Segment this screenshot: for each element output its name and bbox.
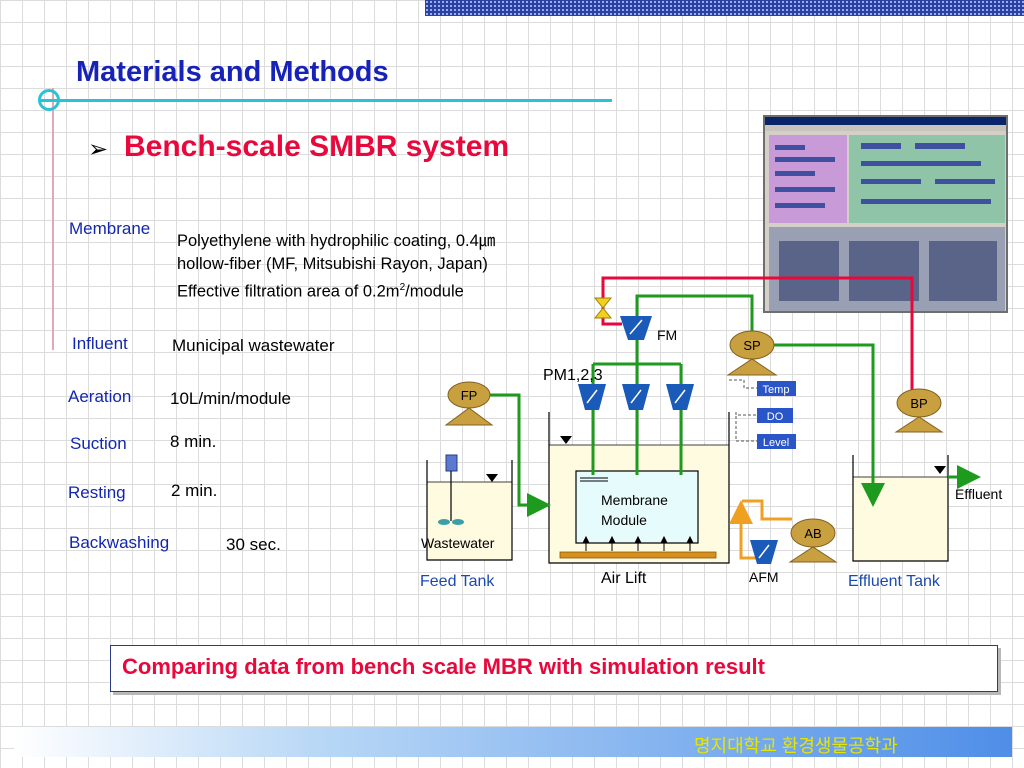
resting-label: Resting xyxy=(68,483,126,502)
conclusion-box xyxy=(110,645,998,692)
backwash-pump-icon xyxy=(894,388,944,433)
air-bubble-arrows xyxy=(582,535,694,551)
top-decorative-bar xyxy=(425,0,1024,16)
level-label: Level xyxy=(763,437,789,449)
membrane-module-label-2: Module xyxy=(601,512,647,528)
pm-label: PM1,2,3 xyxy=(543,367,603,384)
air-diffuser xyxy=(559,551,717,559)
permeate-pipes xyxy=(490,294,885,517)
air-flow-meter-icon xyxy=(750,540,778,564)
membrane-line-1: Polyethylene with hydrophilic coating, 0… xyxy=(177,232,496,250)
membrane-module-label-1: Membrane xyxy=(601,492,668,508)
conclusion-text: Comparing data from bench scale MBR with… xyxy=(122,654,765,679)
effluent-tank xyxy=(852,455,949,562)
effluent-tank-label: Effluent Tank xyxy=(848,573,941,590)
influent-label: Influent xyxy=(72,334,128,353)
membrane-area-unit: /module xyxy=(405,282,464,301)
temp-label: Temp xyxy=(763,384,790,396)
section-subtitle: Bench-scale SMBR system xyxy=(124,130,510,163)
suction-value: 8 min. xyxy=(170,432,217,451)
wastewater-label: Wastewater xyxy=(421,535,495,551)
do-sensor-badge xyxy=(757,408,793,423)
backwashing-label: Backwashing xyxy=(69,533,170,552)
suction-pump-icon xyxy=(726,330,778,376)
resting-value: 2 min. xyxy=(171,481,218,500)
membrane-area-text: Effective filtration area of 0.2m xyxy=(177,282,400,301)
decorative-ring-icon xyxy=(38,89,60,111)
suction-label: Suction xyxy=(70,434,127,453)
membrane-description: Polyethylene with hydrophilic coating, 0… xyxy=(177,230,495,304)
ab-label: AB xyxy=(804,526,821,541)
flow-meter-fm-icon xyxy=(620,316,652,340)
air-blower-icon xyxy=(788,518,838,563)
membrane-area-exponent: 2 xyxy=(399,282,406,293)
arrow-bullet-icon: ➢ xyxy=(88,136,109,163)
bp-label: BP xyxy=(910,396,927,411)
left-decorative-line xyxy=(52,88,54,350)
do-label: DO xyxy=(767,411,784,423)
influent-value: Municipal wastewater xyxy=(172,336,335,355)
membrane-line-2: hollow-fiber (MF, Mitsubishi Rayon, Japa… xyxy=(177,255,488,273)
afm-label: AFM xyxy=(749,569,779,585)
aeration-label: Aeration xyxy=(68,387,132,406)
feed-tank xyxy=(426,454,513,561)
title-underline xyxy=(40,99,612,102)
fp-label: FP xyxy=(461,388,478,403)
backwash-valve-icon xyxy=(593,297,613,319)
feed-tank-label: Feed Tank xyxy=(420,573,495,590)
feed-pump-icon xyxy=(444,381,494,426)
sp-label: SP xyxy=(743,338,760,353)
sensor-lines xyxy=(729,379,757,442)
membrane-module xyxy=(575,470,699,544)
effluent-label: Effluent xyxy=(955,486,1002,502)
membrane-label: Membrane xyxy=(69,219,151,238)
footer-bar xyxy=(14,727,1012,757)
membrane-line-3: Effective filtration area of 0.2m2/modul… xyxy=(177,276,495,304)
backwash-pipe xyxy=(601,276,914,394)
temp-sensor-badge xyxy=(757,381,796,396)
air-lift-label: Air Lift xyxy=(601,570,647,587)
page-title: Materials and Methods xyxy=(76,56,389,88)
fm-label: FM xyxy=(657,327,677,343)
control-software-screenshot xyxy=(763,115,1008,313)
backwashing-value: 30 sec. xyxy=(226,535,281,554)
pressure-meter-icons xyxy=(578,384,694,410)
aeration-value: 10L/min/module xyxy=(170,389,291,408)
level-sensor-badge xyxy=(757,434,796,449)
footer-department: 명지대학교 환경생물공학과 xyxy=(694,736,898,756)
